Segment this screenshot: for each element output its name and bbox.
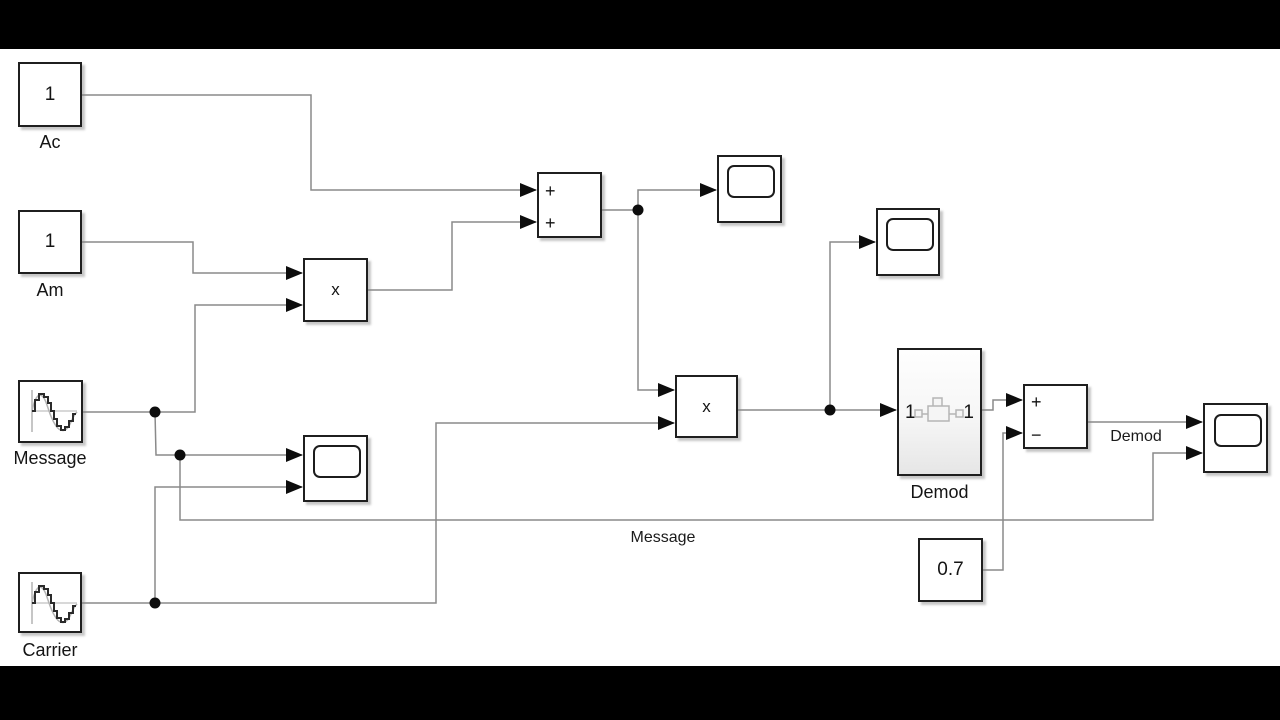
waveform-icon xyxy=(31,390,78,432)
sum-block-1[interactable]: + + xyxy=(537,172,602,238)
junction-dot xyxy=(149,597,161,609)
wire-label-message: Message xyxy=(630,529,696,546)
subsystem-block-demod[interactable]: 1 1 xyxy=(897,348,982,476)
letterbox-bottom xyxy=(0,666,1280,720)
scope-screen-icon xyxy=(1214,414,1262,447)
plus-sign: + xyxy=(545,213,556,233)
wire-offset-to-sum2[interactable] xyxy=(983,426,1023,571)
block-label-demod: Demod xyxy=(910,482,969,502)
product-block-1[interactable]: x xyxy=(303,258,368,322)
scope-block-2[interactable] xyxy=(876,208,940,276)
wire-message-to-product1[interactable] xyxy=(83,298,303,413)
wire-carrier-to-scope3[interactable] xyxy=(154,480,303,603)
wire-ac-to-sum1[interactable] xyxy=(82,94,537,197)
simulink-canvas xyxy=(0,49,1280,666)
junction-dot xyxy=(824,404,836,416)
waveform-icon xyxy=(31,582,78,624)
wire-carrier-to-product2[interactable] xyxy=(82,416,675,604)
plus-sign: + xyxy=(1031,392,1042,412)
signal-source-message[interactable] xyxy=(18,380,83,443)
wire-sum1-to-product2[interactable] xyxy=(637,210,675,397)
junction-dot xyxy=(632,204,644,216)
signal-source-carrier[interactable] xyxy=(18,572,82,633)
multiply-symbol: x xyxy=(702,396,711,416)
junction-dot xyxy=(174,449,186,461)
scope-block-1[interactable] xyxy=(717,155,782,223)
wire-product2-to-scope2[interactable] xyxy=(829,235,876,410)
multiply-symbol: x xyxy=(331,280,340,299)
scope-block-4[interactable] xyxy=(1203,403,1268,473)
minus-sign: − xyxy=(1031,425,1042,445)
wire-message-feedback-to-scope4[interactable] xyxy=(179,446,1203,521)
block-label-ac: Ac xyxy=(39,132,61,152)
plus-sign: + xyxy=(545,181,556,201)
wire-product1-to-sum1[interactable] xyxy=(368,215,537,291)
block-label-carrier: Carrier xyxy=(22,640,78,660)
wire-demod-to-sum2[interactable] xyxy=(982,393,1023,411)
scope-block-3[interactable] xyxy=(303,435,368,502)
wire-sum1-to-scope1[interactable] xyxy=(637,183,717,210)
constant-am-value: 1 xyxy=(44,231,56,252)
sum-block-2[interactable]: + − xyxy=(1023,384,1088,449)
product-block-2[interactable]: x xyxy=(675,375,738,438)
wire-message-branch[interactable] xyxy=(154,411,180,456)
block-label-message: Message xyxy=(13,448,87,468)
subsystem-icon xyxy=(914,397,964,422)
constant-block-am[interactable]: 1 xyxy=(18,210,82,274)
scope-screen-icon xyxy=(886,218,934,251)
wire-label-demod: Demod xyxy=(1110,428,1162,445)
wire-am-to-product1[interactable] xyxy=(82,241,303,280)
constant-ac-value: 1 xyxy=(44,83,56,105)
constant-block-offset[interactable]: 0.7 xyxy=(918,538,983,602)
letterbox-top xyxy=(0,0,1280,49)
constant-block-ac[interactable]: 1 xyxy=(18,62,82,127)
junction-dot xyxy=(149,406,161,418)
block-label-am: Am xyxy=(36,280,64,300)
input-port-label: 1 xyxy=(905,402,916,423)
constant-offset-value: 0.7 xyxy=(937,559,964,580)
scope-screen-icon xyxy=(727,165,775,198)
scope-screen-icon xyxy=(313,445,361,478)
output-port-label: 1 xyxy=(963,402,974,423)
